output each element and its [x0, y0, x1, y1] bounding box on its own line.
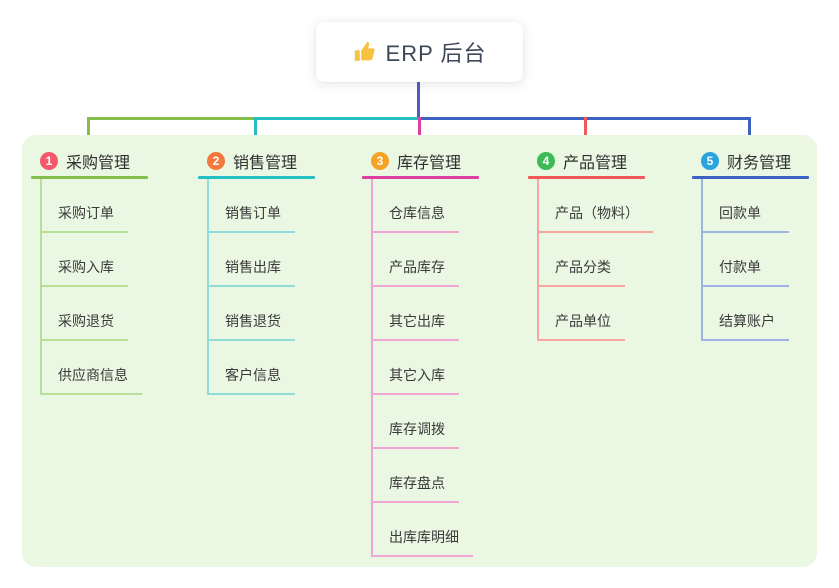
- child-node-label: 回款单: [703, 203, 789, 233]
- child-node[interactable]: 其它出库: [373, 287, 479, 341]
- child-node-label: 采购订单: [42, 203, 128, 233]
- child-node[interactable]: 产品单位: [539, 287, 645, 341]
- branch-children: 销售订单销售出库销售退货客户信息: [207, 179, 315, 395]
- child-node[interactable]: 销售出库: [209, 233, 315, 287]
- child-node[interactable]: 采购退货: [42, 287, 148, 341]
- child-node-label: 产品单位: [539, 311, 625, 341]
- branch-node[interactable]: 1 采购管理: [31, 148, 148, 173]
- child-node[interactable]: 付款单: [703, 233, 809, 287]
- child-node-label: 销售出库: [209, 257, 295, 287]
- child-node[interactable]: 产品（物料）: [539, 179, 653, 233]
- child-node[interactable]: 产品库存: [373, 233, 479, 287]
- child-node[interactable]: 采购入库: [42, 233, 148, 287]
- child-node[interactable]: 客户信息: [209, 341, 315, 395]
- child-node-label: 库存调拨: [373, 419, 459, 449]
- branch-title-label: 销售管理: [233, 154, 298, 172]
- branch-children: 采购订单采购入库采购退货供应商信息: [40, 179, 148, 395]
- child-node[interactable]: 采购订单: [42, 179, 148, 233]
- branch-connector-drop: [584, 117, 587, 146]
- child-node-label: 产品分类: [539, 257, 625, 287]
- child-node-label: 采购入库: [42, 257, 128, 287]
- child-node-label: 其它入库: [373, 365, 459, 395]
- branch-underline: [31, 176, 148, 179]
- child-node[interactable]: 结算账户: [703, 287, 809, 341]
- child-node-label: 产品库存: [373, 257, 459, 287]
- child-node-label: 其它出库: [373, 311, 459, 341]
- thumbs-up-icon: [354, 41, 375, 61]
- branch-3: 3 库存管理 仓库信息产品库存其它出库其它入库库存调拨库存盘点出库库明细: [362, 148, 479, 557]
- branch-node[interactable]: 3 库存管理: [362, 148, 479, 173]
- branch-2: 2 销售管理 销售订单销售出库销售退货客户信息: [198, 148, 315, 395]
- branch-number-badge: 2: [207, 151, 225, 170]
- child-node[interactable]: 库存盘点: [373, 449, 479, 503]
- branch-node[interactable]: 4 产品管理: [528, 148, 645, 173]
- branch-node[interactable]: 5 财务管理: [692, 148, 809, 173]
- child-node[interactable]: 供应商信息: [42, 341, 148, 395]
- child-node-label: 产品（物料）: [539, 203, 653, 233]
- child-node[interactable]: 出库库明细: [373, 503, 479, 557]
- branch-node[interactable]: 2 销售管理: [198, 148, 315, 173]
- root-connector-line: [417, 82, 420, 118]
- branch-1: 1 采购管理 采购订单采购入库采购退货供应商信息: [31, 148, 148, 395]
- child-node[interactable]: 销售退货: [209, 287, 315, 341]
- branch-title-label: 财务管理: [727, 154, 792, 172]
- child-node-label: 采购退货: [42, 311, 128, 341]
- child-node[interactable]: 库存调拨: [373, 395, 479, 449]
- child-node[interactable]: 仓库信息: [373, 179, 479, 233]
- branch-title-label: 库存管理: [397, 154, 462, 172]
- child-node-label: 客户信息: [209, 365, 295, 395]
- child-node-label: 销售退货: [209, 311, 295, 341]
- child-node[interactable]: 其它入库: [373, 341, 479, 395]
- branch-underline: [692, 176, 809, 179]
- branch-number-badge: 3: [371, 151, 389, 170]
- child-node[interactable]: 回款单: [703, 179, 809, 233]
- branches-panel: [22, 135, 817, 567]
- root-node[interactable]: ERP 后台: [316, 22, 523, 82]
- branch-children: 回款单付款单结算账户: [701, 179, 809, 341]
- branch-underline: [198, 176, 315, 179]
- branch-children: 仓库信息产品库存其它出库其它入库库存调拨库存盘点出库库明细: [371, 179, 479, 557]
- child-node-label: 供应商信息: [42, 365, 142, 395]
- child-node-label: 库存盘点: [373, 473, 459, 503]
- branch-underline: [362, 176, 479, 179]
- child-node[interactable]: 销售订单: [209, 179, 315, 233]
- child-node-label: 销售订单: [209, 203, 295, 233]
- child-node-label: 付款单: [703, 257, 789, 287]
- branch-underline: [528, 176, 645, 179]
- connector-horizontal-segment: [254, 117, 418, 120]
- branch-connector-drop: [254, 117, 257, 146]
- branch-5: 5 财务管理 回款单付款单结算账户: [692, 148, 809, 341]
- root-title: ERP 后台: [385, 41, 487, 66]
- connector-horizontal-segment: [88, 117, 254, 120]
- child-node-label: 出库库明细: [373, 527, 473, 557]
- branch-connector-drop: [418, 117, 421, 146]
- branch-connector-drop: [87, 117, 90, 146]
- branch-children: 产品（物料） 产品分类产品单位: [537, 179, 653, 341]
- branch-number-badge: 4: [537, 151, 555, 170]
- branch-title-label: 产品管理: [563, 154, 628, 172]
- branch-number-badge: 5: [701, 151, 719, 170]
- branch-connector-drop: [748, 117, 751, 146]
- branch-4: 4 产品管理 产品（物料） 产品分类产品单位: [528, 148, 653, 341]
- child-node-label: 结算账户: [703, 311, 789, 341]
- child-node[interactable]: 产品分类: [539, 233, 645, 287]
- branch-number-badge: 1: [40, 151, 58, 170]
- branch-title-label: 采购管理: [66, 154, 131, 172]
- child-node-label: 仓库信息: [373, 203, 459, 233]
